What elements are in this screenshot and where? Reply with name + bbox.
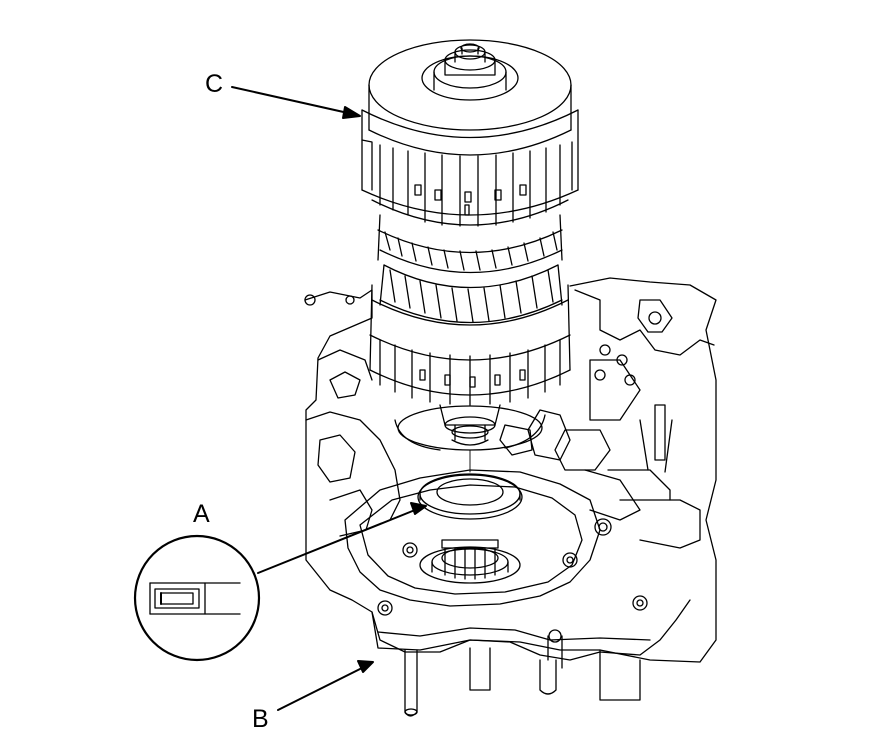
shim-washer: [417, 473, 523, 520]
shaft-assembly: [361, 39, 579, 473]
callout-label-b: B: [252, 705, 269, 733]
leader-c: [231, 86, 349, 114]
arrowhead-c: [342, 106, 361, 119]
callout-label-c: C: [205, 70, 224, 98]
arrowhead-b: [357, 660, 374, 673]
leader-a: [257, 509, 416, 574]
transmission-case: [304, 277, 717, 717]
detail-magnifier: [133, 534, 261, 662]
arrowhead-a: [410, 502, 427, 515]
leader-lines: [231, 86, 427, 711]
leader-b: [277, 667, 363, 711]
callout-label-a: A: [193, 500, 210, 528]
